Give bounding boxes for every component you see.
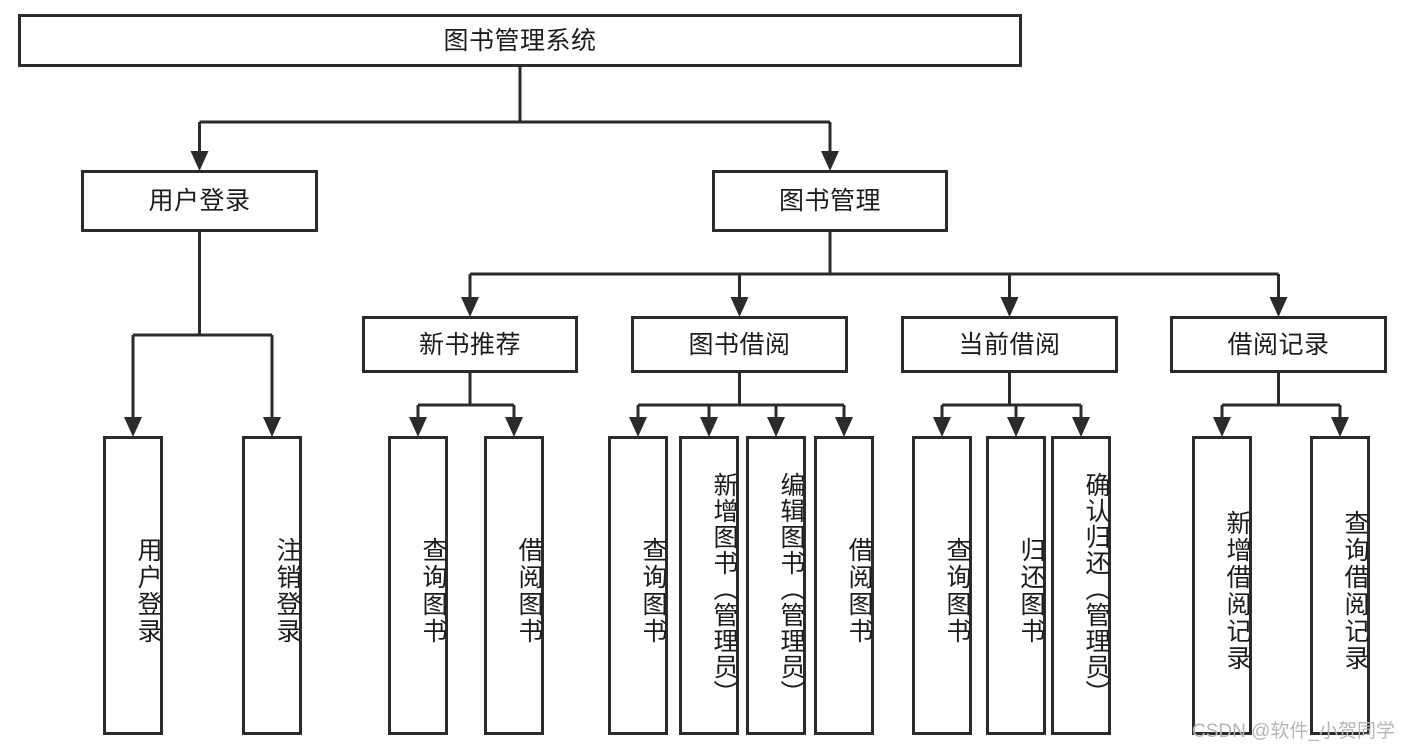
arrow-head-icon — [1331, 417, 1349, 437]
node-box-leaf-return-book[interactable] — [986, 436, 1046, 735]
arrow-head-icon — [461, 297, 479, 317]
node-box-leaf-add-book[interactable] — [679, 436, 739, 735]
arrow-head-icon — [835, 417, 853, 437]
arrow-head-icon — [1269, 297, 1288, 317]
node-box-leaf-user-login[interactable] — [103, 436, 163, 735]
connector-layer — [124, 67, 1349, 437]
arrow-head-icon — [505, 417, 523, 437]
node-box-leaf-borrow-book-2[interactable] — [814, 436, 874, 735]
node-box-leaf-query-book-3[interactable] — [912, 436, 972, 735]
node-box-leaf-confirm-return[interactable] — [1051, 436, 1111, 735]
arrow-head-icon — [1007, 417, 1025, 437]
arrow-head-icon — [767, 417, 785, 437]
arrow-head-icon — [933, 417, 951, 437]
arrow-head-icon — [821, 151, 839, 171]
arrow-head-icon — [409, 417, 427, 437]
node-box-root[interactable] — [18, 14, 1022, 67]
node-box-book-manage[interactable] — [712, 170, 948, 232]
node-box-leaf-query-book-1[interactable] — [388, 436, 448, 735]
node-box-leaf-edit-book[interactable] — [746, 436, 806, 735]
arrow-head-icon — [124, 417, 142, 437]
arrow-head-icon — [1213, 417, 1231, 437]
node-box-leaf-add-record[interactable] — [1192, 436, 1252, 735]
arrow-head-icon — [1072, 417, 1090, 437]
node-box-new-book-rec[interactable] — [362, 316, 578, 373]
arrow-head-icon — [190, 151, 209, 171]
node-box-leaf-user-logout[interactable] — [242, 436, 302, 735]
node-box-book-borrow[interactable] — [631, 316, 848, 373]
arrow-head-icon — [1000, 297, 1019, 317]
node-box-borrow-record[interactable] — [1170, 316, 1387, 373]
arrow-head-icon — [730, 297, 749, 317]
arrow-head-icon — [629, 417, 647, 437]
node-box-layer — [18, 14, 1387, 735]
arrow-head-icon — [700, 417, 718, 437]
arrow-head-icon — [263, 417, 281, 437]
node-box-leaf-borrow-book-1[interactable] — [484, 436, 544, 735]
node-box-leaf-query-book-2[interactable] — [608, 436, 668, 735]
node-box-user-login[interactable] — [81, 170, 318, 232]
node-box-current-borrow[interactable] — [901, 316, 1118, 373]
node-box-leaf-query-record[interactable] — [1310, 436, 1370, 735]
